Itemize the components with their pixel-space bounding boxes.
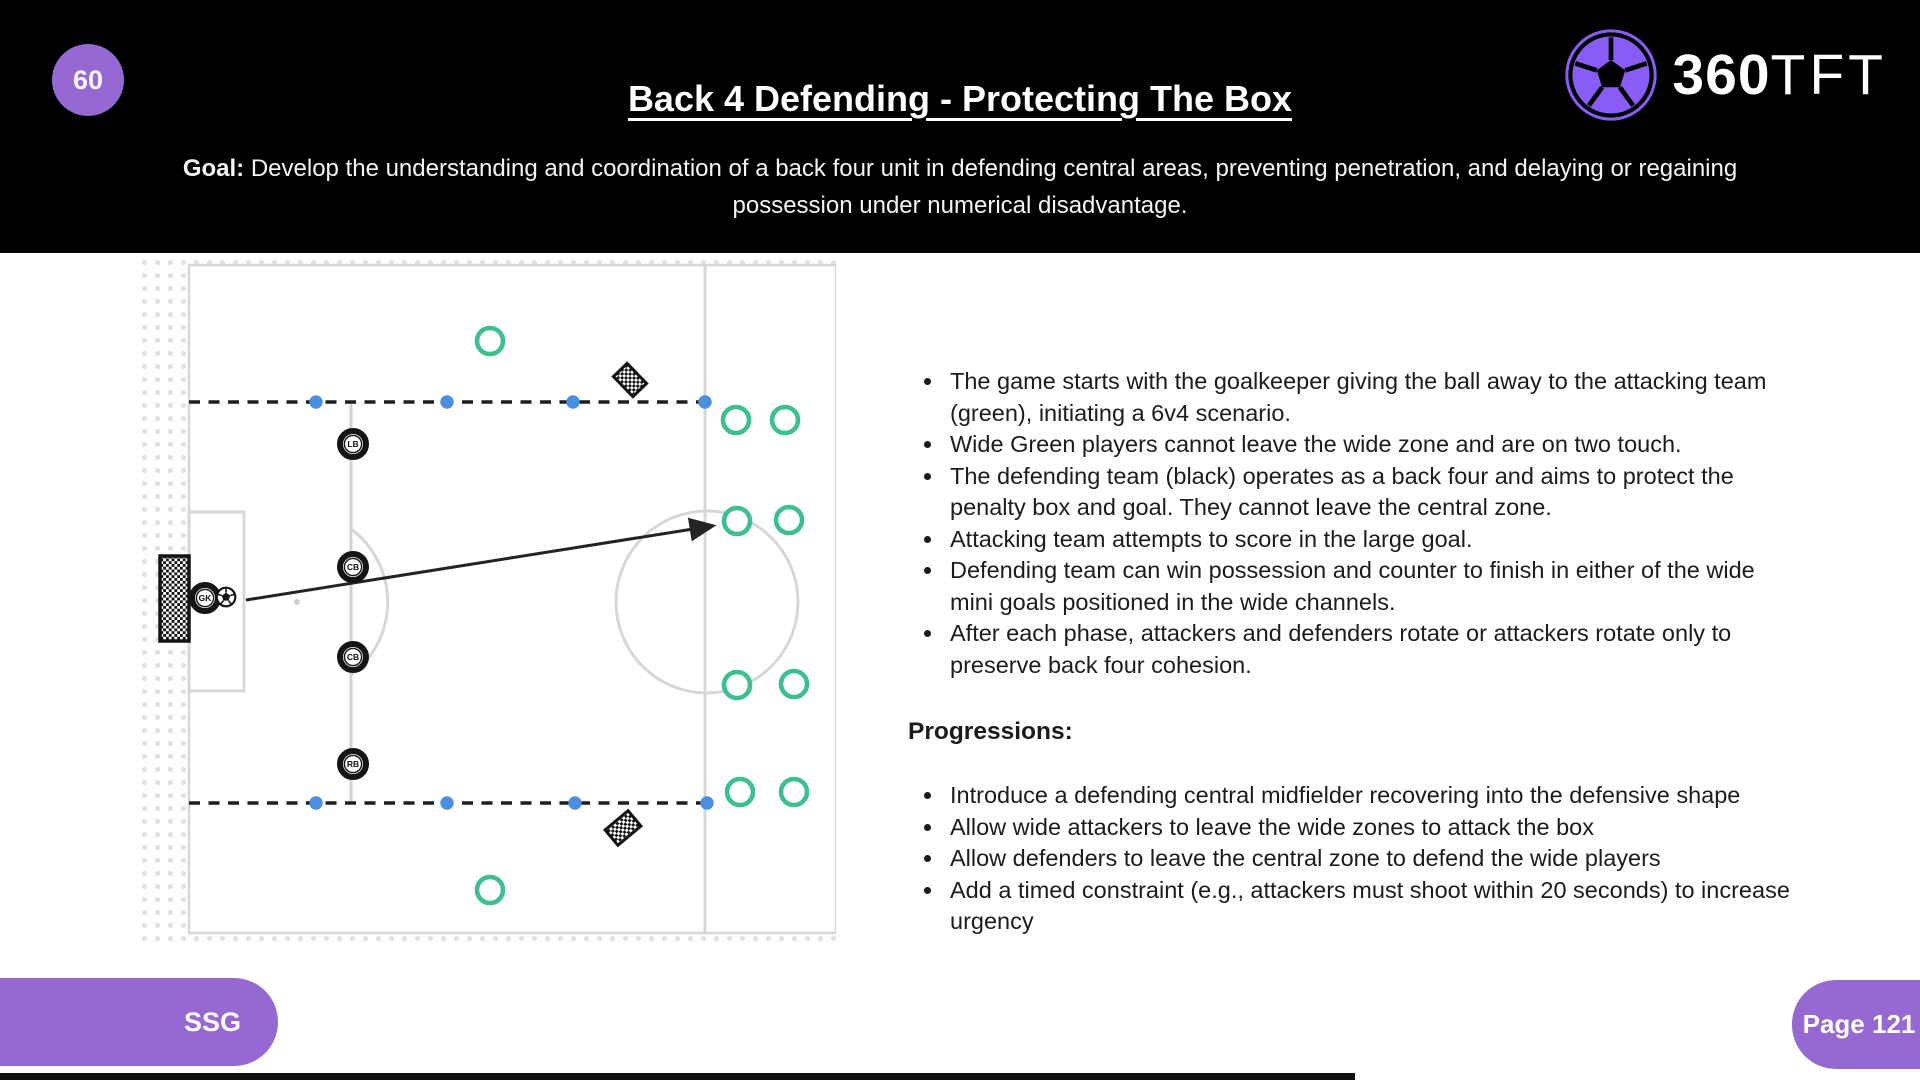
defender-cb: CB (337, 551, 369, 583)
soccer-ball-icon (1565, 29, 1658, 121)
header-banner: 60 Back 4 Defending - Protecting The Box… (0, 0, 1920, 253)
rules-list: The game starts with the goalkeeper givi… (908, 366, 1793, 681)
mini-goal (611, 361, 649, 399)
page-title: Back 4 Defending - Protecting The Box (627, 78, 1293, 119)
attacker-green (721, 505, 753, 537)
bullet-item: After each phase, attackers and defender… (945, 618, 1793, 681)
svg-text:RB: RB (347, 759, 359, 769)
mini-goal (602, 808, 644, 848)
progressions-heading: Progressions: (908, 718, 1073, 745)
attacker-green (778, 668, 810, 700)
bullet-item: Allow defenders to leave the central zon… (945, 843, 1793, 875)
pitch-svg: LB CB CB RB GK (158, 263, 836, 935)
bullet-item: Introduce a defending central midfielder… (945, 780, 1793, 812)
svg-text:GK: GK (199, 593, 213, 603)
zone-marker-dot (566, 395, 580, 409)
ball-icon (215, 586, 237, 608)
category-pill: SSG (0, 978, 278, 1066)
defender-cb: CB (337, 641, 369, 673)
svg-text:CB: CB (347, 562, 359, 572)
zone-marker-dot (700, 796, 714, 810)
bullet-item: The game starts with the goalkeeper givi… (945, 366, 1793, 429)
pass-arrow (245, 517, 717, 602)
bullet-item: Add a timed constraint (e.g., attackers … (945, 875, 1793, 938)
goal-text: Develop the understanding and coordinati… (250, 155, 1738, 219)
penalty-spot (294, 599, 300, 605)
rules-panel: The game starts with the goalkeeper givi… (908, 366, 1793, 938)
zone-marker-dot (309, 395, 323, 409)
goal-label: Goal: (182, 155, 245, 182)
attacker-green (720, 404, 752, 436)
zone-marker-dot (309, 796, 323, 810)
progressions-list: Introduce a defending central midfielder… (908, 780, 1793, 938)
duration-badge: 60 (52, 44, 124, 116)
zone-marker-dot (440, 796, 454, 810)
attacker-green (721, 669, 753, 701)
attacker-green (724, 776, 756, 808)
zone-marker-dot (698, 395, 712, 409)
defender-rb: RB (337, 748, 369, 780)
attacker-green (778, 776, 810, 808)
goal-statement: Goal: Develop the understanding and coor… (0, 150, 1920, 224)
bullet-item: Attacking team attempts to score in the … (945, 524, 1793, 556)
large-goal (158, 554, 191, 643)
bullet-item: Allow wide attackers to leave the wide z… (945, 812, 1793, 844)
pitch-field (187, 263, 836, 935)
center-circle (614, 509, 800, 695)
pitch-diagram: LB CB CB RB GK (138, 256, 836, 943)
page-number-pill: Page 121 (1792, 980, 1920, 1069)
zone-marker-dot (440, 395, 454, 409)
attacker-green (474, 325, 506, 357)
bullet-item: Defending team can win possession and co… (945, 555, 1793, 618)
svg-text:CB: CB (347, 652, 359, 662)
attacker-green (773, 504, 805, 536)
bullet-item: The defending team (black) operates as a… (945, 461, 1793, 524)
zone-marker-dot (568, 796, 582, 810)
svg-text:LB: LB (347, 439, 358, 449)
bottom-bar (0, 1073, 1355, 1080)
bullet-item: Wide Green players cannot leave the wide… (945, 429, 1793, 461)
attacker-green (769, 404, 801, 436)
defender-lb: LB (337, 428, 369, 460)
defender-gk: GK (189, 582, 221, 614)
attacker-green (474, 874, 506, 906)
